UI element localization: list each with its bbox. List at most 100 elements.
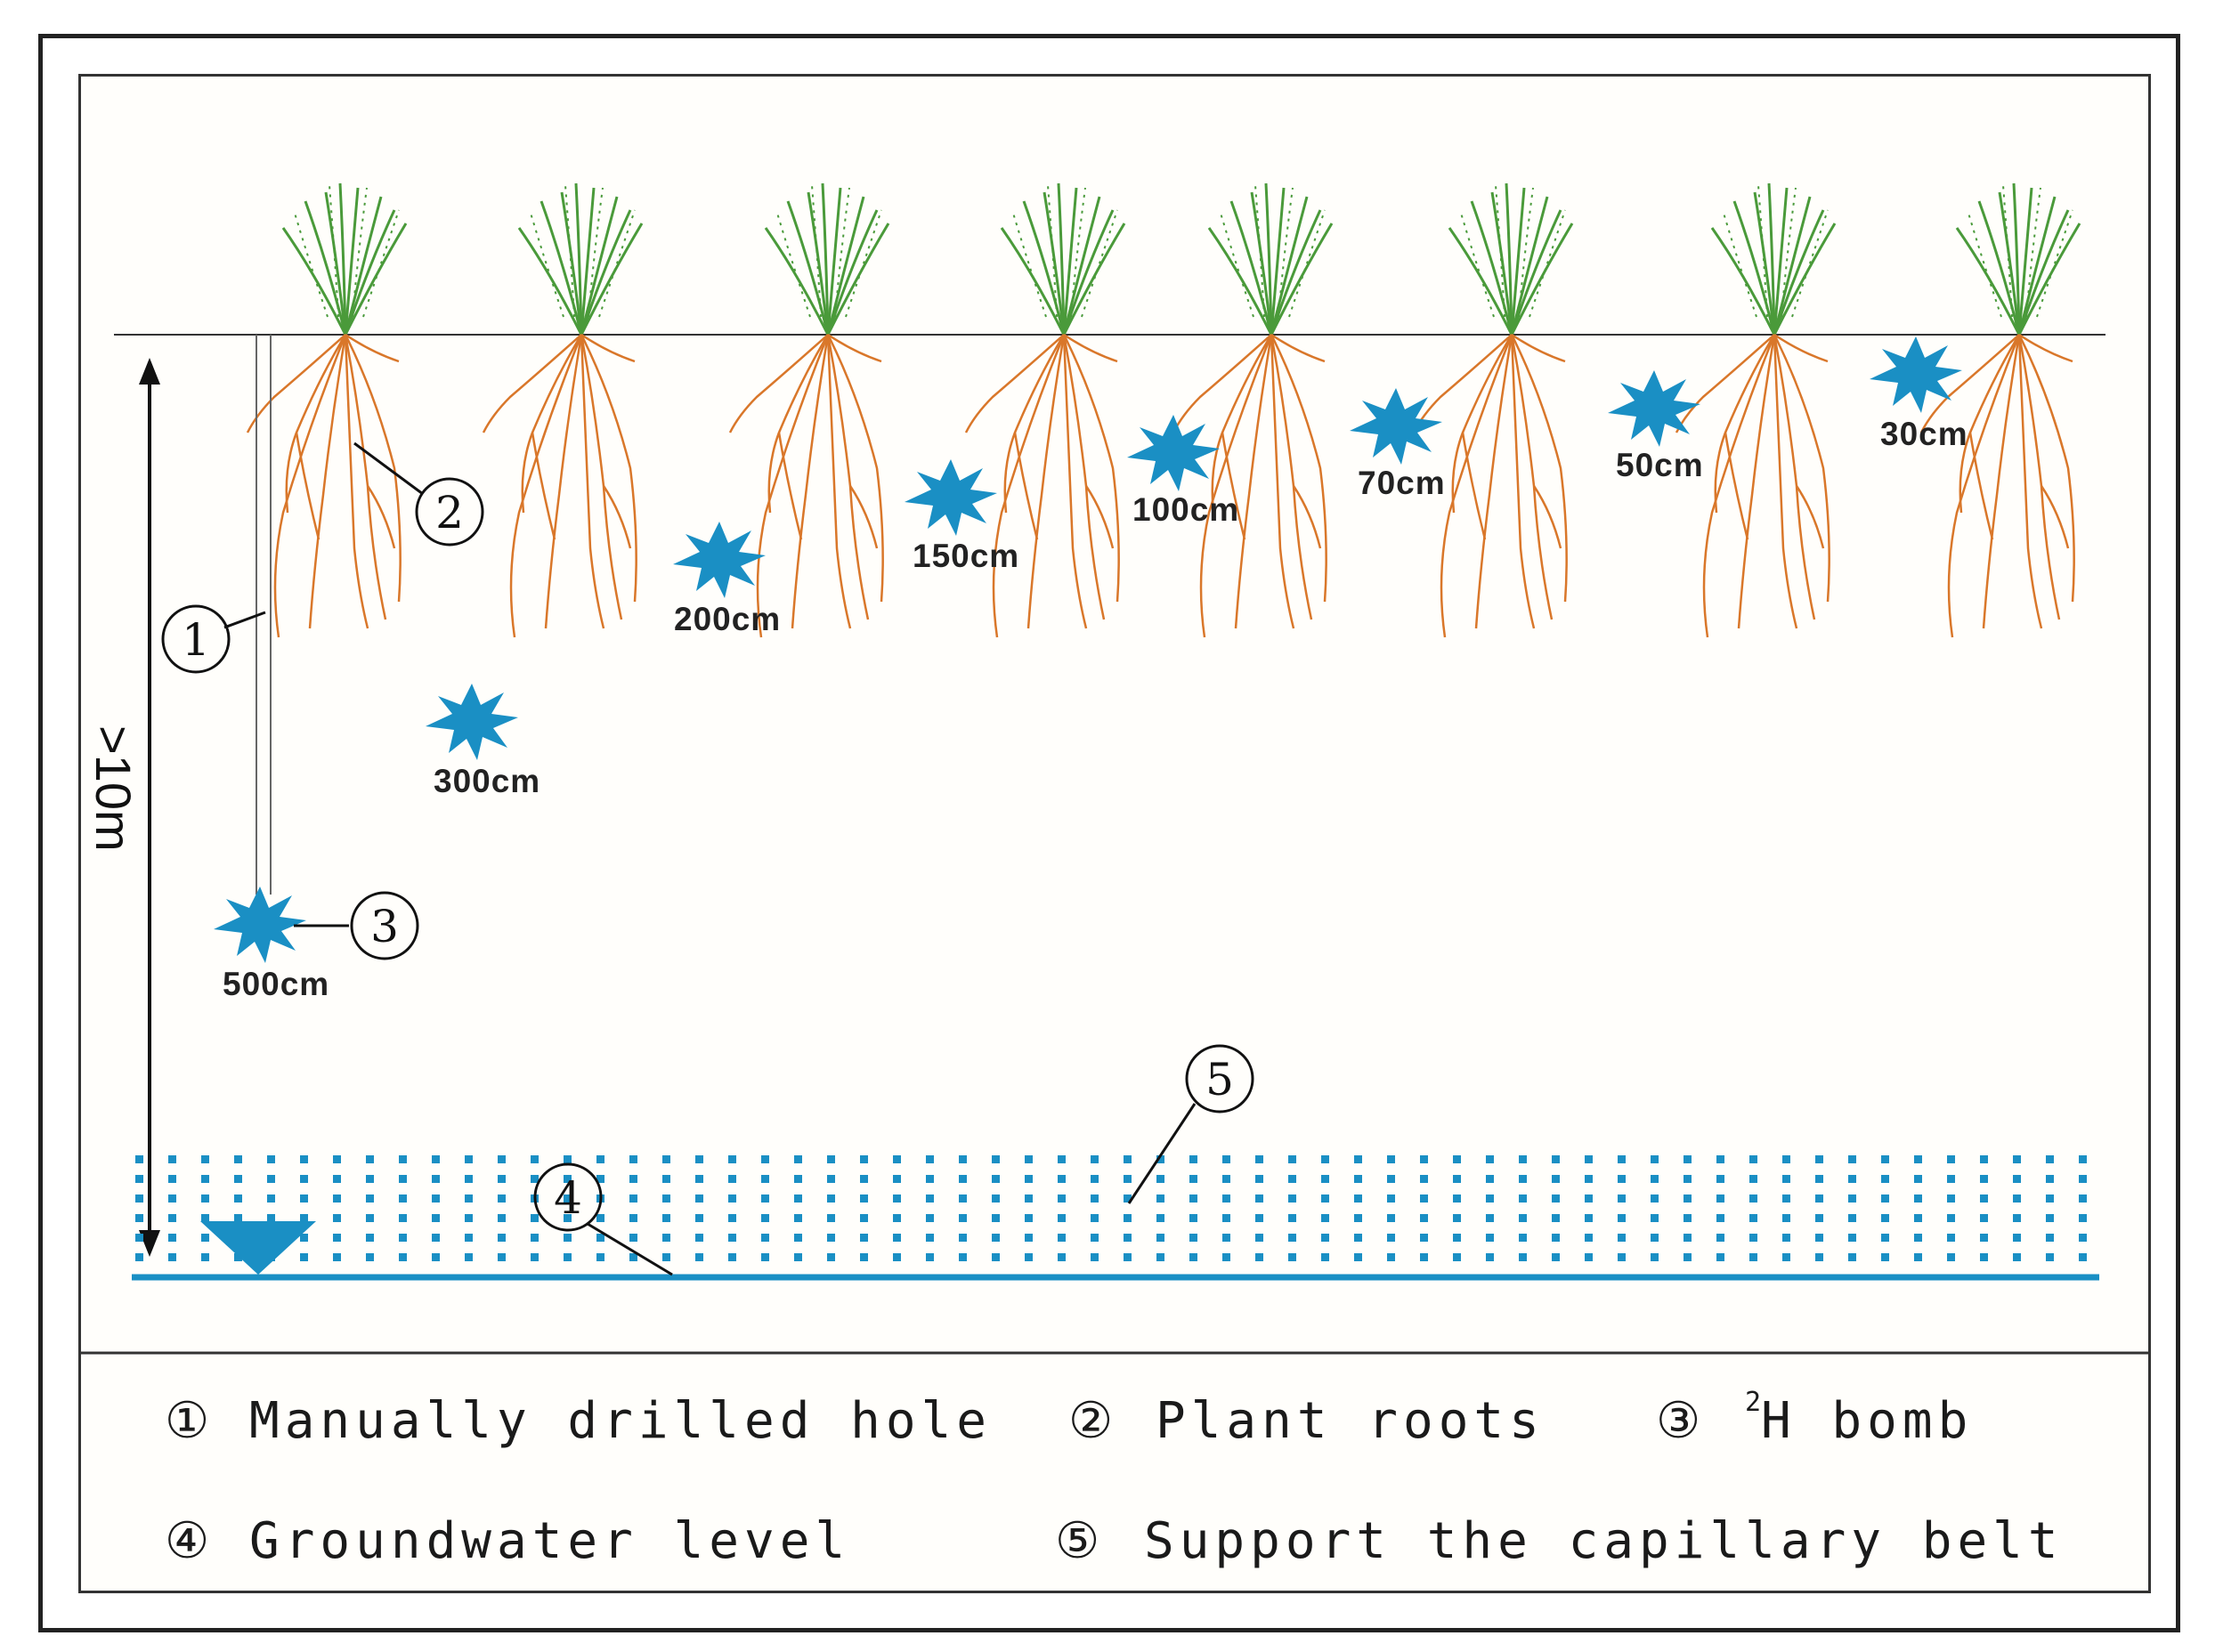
capillary-dot	[168, 1253, 176, 1261]
capillary-dot	[1815, 1155, 1823, 1163]
plant	[1919, 182, 2081, 639]
capillary-dot	[1255, 1253, 1263, 1261]
capillary-dot	[2046, 1234, 2054, 1242]
capillary-dot	[1189, 1234, 1197, 1242]
capillary-dot	[201, 1155, 209, 1163]
capillary-dot	[234, 1253, 242, 1261]
capillary-dot	[1354, 1234, 1362, 1242]
capillary-dot	[1091, 1214, 1099, 1222]
capillary-dot	[1354, 1175, 1362, 1183]
capillary-dot	[1684, 1214, 1692, 1222]
capillary-dot	[366, 1175, 374, 1183]
capillary-dot	[234, 1194, 242, 1203]
capillary-dot	[1782, 1214, 1790, 1222]
bomb-marker	[905, 459, 997, 536]
capillary-dot	[1848, 1194, 1856, 1203]
legend-label: H bomb	[1761, 1392, 1973, 1450]
capillary-dot	[1980, 1155, 1988, 1163]
capillary-dot	[1947, 1194, 1955, 1203]
capillary-dot	[1684, 1253, 1692, 1261]
capillary-dot	[1848, 1175, 1856, 1183]
capillary-dot	[794, 1155, 802, 1163]
capillary-dot	[926, 1234, 934, 1242]
capillary-dot	[1914, 1253, 1922, 1261]
legend-superscript: 2	[1745, 1387, 1761, 1418]
capillary-dot	[135, 1155, 143, 1163]
capillary-dot	[1881, 1253, 1889, 1261]
height-label: >10m	[85, 725, 142, 852]
capillary-dot	[1420, 1175, 1428, 1183]
capillary-dot	[1387, 1214, 1395, 1222]
capillary-dot	[1914, 1214, 1922, 1222]
capillary-dot	[465, 1194, 473, 1203]
capillary-dot	[564, 1194, 572, 1203]
capillary-dot	[1222, 1253, 1230, 1261]
capillary-dot	[1124, 1155, 1132, 1163]
capillary-dot	[2013, 1194, 2021, 1203]
outer-frame	[38, 34, 2180, 1632]
capillary-dot	[531, 1175, 539, 1183]
capillary-dot	[1321, 1155, 1329, 1163]
capillary-dot	[1815, 1214, 1823, 1222]
capillary-dot	[1486, 1214, 1494, 1222]
bomb-label: 300cm	[434, 763, 540, 799]
capillary-dot	[1618, 1214, 1626, 1222]
capillary-dot	[1058, 1175, 1066, 1183]
capillary-dot	[893, 1175, 901, 1183]
capillary-dot	[201, 1234, 209, 1242]
capillary-dot	[2079, 1175, 2087, 1183]
bomb-marker	[1870, 336, 1962, 413]
capillary-dot	[333, 1175, 341, 1183]
capillary-dot	[1749, 1194, 1757, 1203]
capillary-dot	[1618, 1175, 1626, 1183]
capillary-dot	[860, 1214, 868, 1222]
capillary-dot	[333, 1253, 341, 1261]
capillary-dot	[1519, 1155, 1527, 1163]
capillary-dot	[761, 1214, 769, 1222]
capillary-dot	[827, 1214, 835, 1222]
capillary-dot	[1947, 1253, 1955, 1261]
capillary-dot	[366, 1253, 374, 1261]
capillary-dot	[498, 1175, 506, 1183]
capillary-dot	[1914, 1155, 1922, 1163]
capillary-dot	[1585, 1175, 1593, 1183]
capillary-dot	[1848, 1234, 1856, 1242]
capillary-dot	[1881, 1214, 1889, 1222]
capillary-dot	[1321, 1214, 1329, 1222]
capillary-dot	[860, 1175, 868, 1183]
capillary-dot	[2013, 1253, 2021, 1261]
capillary-dot	[1255, 1155, 1263, 1163]
bomb-marker	[1127, 415, 1220, 491]
capillary-dot	[1387, 1234, 1395, 1242]
capillary-dot	[728, 1175, 736, 1183]
legend-number: ④	[165, 1512, 215, 1570]
capillary-dot	[201, 1214, 209, 1222]
capillary-dot	[1651, 1234, 1659, 1242]
capillary-dot	[1519, 1253, 1527, 1261]
capillary-dot	[1618, 1194, 1626, 1203]
capillary-dot	[827, 1194, 835, 1203]
capillary-dot	[1881, 1175, 1889, 1183]
capillary-dot	[333, 1234, 341, 1242]
capillary-dot	[1420, 1253, 1428, 1261]
capillary-dot	[1716, 1214, 1724, 1222]
capillary-dot	[893, 1155, 901, 1163]
water-level-icon	[200, 1221, 316, 1275]
capillary-dot	[531, 1155, 539, 1163]
capillary-dot	[794, 1234, 802, 1242]
capillary-dot	[498, 1214, 506, 1222]
legend-label: Manually drilled hole	[249, 1392, 992, 1450]
capillary-dot	[827, 1175, 835, 1183]
capillary-dot	[1782, 1155, 1790, 1163]
capillary-dot	[1025, 1253, 1033, 1261]
capillary-dot	[168, 1214, 176, 1222]
capillary-dot	[1815, 1175, 1823, 1183]
capillary-dot	[1222, 1175, 1230, 1183]
capillary-dot	[1156, 1214, 1164, 1222]
capillary-dot	[1387, 1194, 1395, 1203]
capillary-dot	[1914, 1194, 1922, 1203]
capillary-dot	[1585, 1234, 1593, 1242]
capillary-dot	[1848, 1214, 1856, 1222]
bomb-label: 200cm	[674, 601, 781, 637]
